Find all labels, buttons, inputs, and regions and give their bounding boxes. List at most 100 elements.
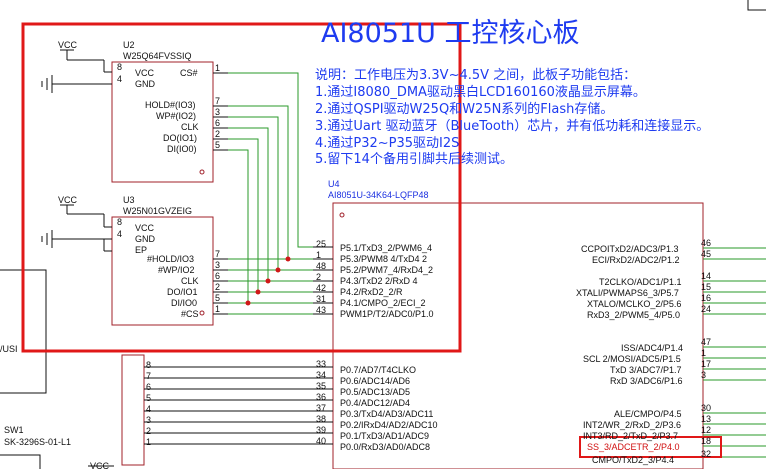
u4-pin-num: 39 xyxy=(316,425,327,435)
u3-pin-stubs xyxy=(213,258,228,315)
u4-pin-num: 32 xyxy=(701,449,712,459)
u4-pin-num: 24 xyxy=(701,304,712,314)
u4-pin-name: ALE/CMPO/P4.5 xyxy=(614,409,682,419)
u3-pin-num: 5 xyxy=(215,293,221,303)
u4-pin-num: 43 xyxy=(316,305,327,315)
u4-pin-name: CCPOITxD2/ADC3/P1.3 xyxy=(581,244,679,254)
u4-pin-name: RxD3_2/PWM5_4/P5.0 xyxy=(587,310,681,320)
u4-pin-name: PWM1P/T2/ADC0/P1.0 xyxy=(340,309,434,319)
u4-pin-num: 2 xyxy=(316,272,322,282)
u4-pin1-dot xyxy=(339,212,345,218)
u3-pin-num: 3 xyxy=(215,260,221,270)
u2-pin1-dot xyxy=(199,169,205,175)
description-line-5: 5.留下14个备用引脚共后续测试。 xyxy=(315,152,513,167)
u2-vcc-label: VCC xyxy=(58,40,78,50)
connector-wires xyxy=(144,366,333,445)
u2-pin-num: 8 xyxy=(117,62,123,72)
u4-pin-num: 31 xyxy=(316,294,327,304)
u4-pin-num: 15 xyxy=(701,282,712,292)
u2-pin-num: 5 xyxy=(215,140,221,150)
u2-body xyxy=(111,61,214,183)
u3-pin-num: 1 xyxy=(215,304,221,314)
u3-pin-name: #HOLD/IO3 xyxy=(147,254,195,264)
u4-pin-num: 46 xyxy=(701,238,712,248)
u3-body xyxy=(111,216,214,326)
top-right-fragment xyxy=(747,0,766,11)
u4-pin-name: P4.1/CMPO_2/ECI_2 xyxy=(340,298,426,308)
u2-pin-name: DO(IO1) xyxy=(163,133,198,143)
u3-vcc-symbol xyxy=(60,204,112,228)
flash-selection-box[interactable] xyxy=(21,22,462,353)
u4-pin-name: P0.7/AD7/T4CLKO xyxy=(340,365,417,375)
u4-pin-num: 3 xyxy=(701,370,707,380)
usb-fragment-label: /USI xyxy=(0,344,18,354)
connector-pin-num: 1 xyxy=(146,437,152,447)
u3-pin-name: DO/IO1 xyxy=(167,287,198,297)
board-title: AI8051U 工控核心板 xyxy=(321,18,580,49)
u3-pin-num: 7 xyxy=(215,249,221,259)
u4-pin-name: P0.4/ADC12/AD4 xyxy=(340,398,411,408)
u3-pin-name: VCC xyxy=(135,223,155,233)
u4-pin-name: CMPO/TxD2_3/P4.4 xyxy=(592,455,675,465)
u4-pin-num: 14 xyxy=(701,271,712,281)
u4-pin-num: 18 xyxy=(701,436,712,446)
u4-pin-num: 42 xyxy=(316,283,327,293)
u4-pin-name: P4.2/RxD2_2/R xyxy=(340,287,403,297)
u4-pin-name: P4.3/TxD2 2/RxD 4 xyxy=(340,276,418,286)
wire-junctions xyxy=(245,256,291,306)
u4-left-stubs xyxy=(313,246,333,315)
u4-body xyxy=(332,202,704,469)
connector-pin-num: 5 xyxy=(146,393,152,403)
u4-pin-num: 33 xyxy=(316,359,327,369)
connector-pin-num: 8 xyxy=(146,360,152,370)
u4-pin-name: ECI/RxD2/ADC2/P1.2 xyxy=(592,255,680,265)
u4-ss3-pin-name: SS_3/ADCETR_2/P4.0 xyxy=(587,442,680,452)
u3-pin-name: #CS xyxy=(181,309,199,319)
connector-body xyxy=(121,354,145,466)
u4-pin-num: 13 xyxy=(701,414,712,424)
u3-pin-name: CLK xyxy=(181,276,199,286)
u3-pin-num: 4 xyxy=(117,229,123,239)
u2-pin-name: DI(IO0) xyxy=(167,144,197,154)
u4-pin-name: ISS/ADC4/P1.4 xyxy=(621,343,684,353)
description-line-3: 3.通过Uart 驱动蓝牙（BlueTooth）芯片，并有低功耗和连接显示。 xyxy=(315,119,710,134)
connector-pin-num: 6 xyxy=(146,382,152,392)
u2-pin-name: VCC xyxy=(135,68,155,78)
u4-pin-name: T2CLKO/ADC1/P1.1 xyxy=(599,277,682,287)
u4-pin-num: 12 xyxy=(701,425,712,435)
description-line-2: 2.通过QSPI驱动W25Q和W25N系列的Flash存储。 xyxy=(315,102,614,117)
description-line-4: 4.通过P32~P35驱动I2S xyxy=(315,136,460,151)
bottom-vcc-label: VCC xyxy=(90,461,110,471)
u4-pin-num: 34 xyxy=(316,370,327,380)
u3-gnd-symbol xyxy=(41,230,112,252)
connector-pin-num: 3 xyxy=(146,415,152,425)
u2-gnd-symbol xyxy=(41,75,112,93)
u3-pin-name: DI/IO0 xyxy=(171,298,198,308)
u2-ref: U2 xyxy=(123,40,135,50)
u4-pin-name: P0.1/TxD3/AD1/ADC9 xyxy=(340,431,430,441)
u4-pin-num: 45 xyxy=(701,249,712,259)
connector-pin-num: 4 xyxy=(146,404,152,414)
u4-pin-num: 35 xyxy=(316,381,327,391)
u2-pin-name: CLK xyxy=(181,122,199,132)
u2-part: W25Q64FVSSIQ xyxy=(123,51,192,61)
u4-pin-num: 25 xyxy=(316,239,327,249)
u2-pin-stubs xyxy=(213,72,228,151)
u4-pin-name: XTALI/PWMAPS6_3/P5.7 xyxy=(576,288,679,298)
ss3-pin-highlight[interactable] xyxy=(579,436,722,458)
u2-pin-num: 7 xyxy=(215,96,221,106)
u2-pin-name: HOLD#(IO3) xyxy=(145,100,196,110)
u4-pin-name: XTALO/MCLKO_2/P5.6 xyxy=(587,299,682,309)
u4-pin-name: P0.2/IRxD4/AD2/ADC10 xyxy=(340,420,438,430)
u3-pin-name: #WP/IO2 xyxy=(158,265,195,275)
qspi-wires xyxy=(228,72,333,315)
u3-part: W25N01GVZEIG xyxy=(123,206,193,216)
u3-pin-name: GND xyxy=(135,234,155,244)
sw1-outline xyxy=(0,454,41,469)
u4-pin-num: 37 xyxy=(316,403,327,413)
connector-pin-num: 7 xyxy=(146,371,152,381)
u4-pin-name: INT2/WR_2/RxD_2/P3.6 xyxy=(583,420,682,430)
u4-pin-num: 48 xyxy=(316,261,327,271)
u4-pin-name: RxD 3/ADC6/P1.6 xyxy=(610,376,683,386)
